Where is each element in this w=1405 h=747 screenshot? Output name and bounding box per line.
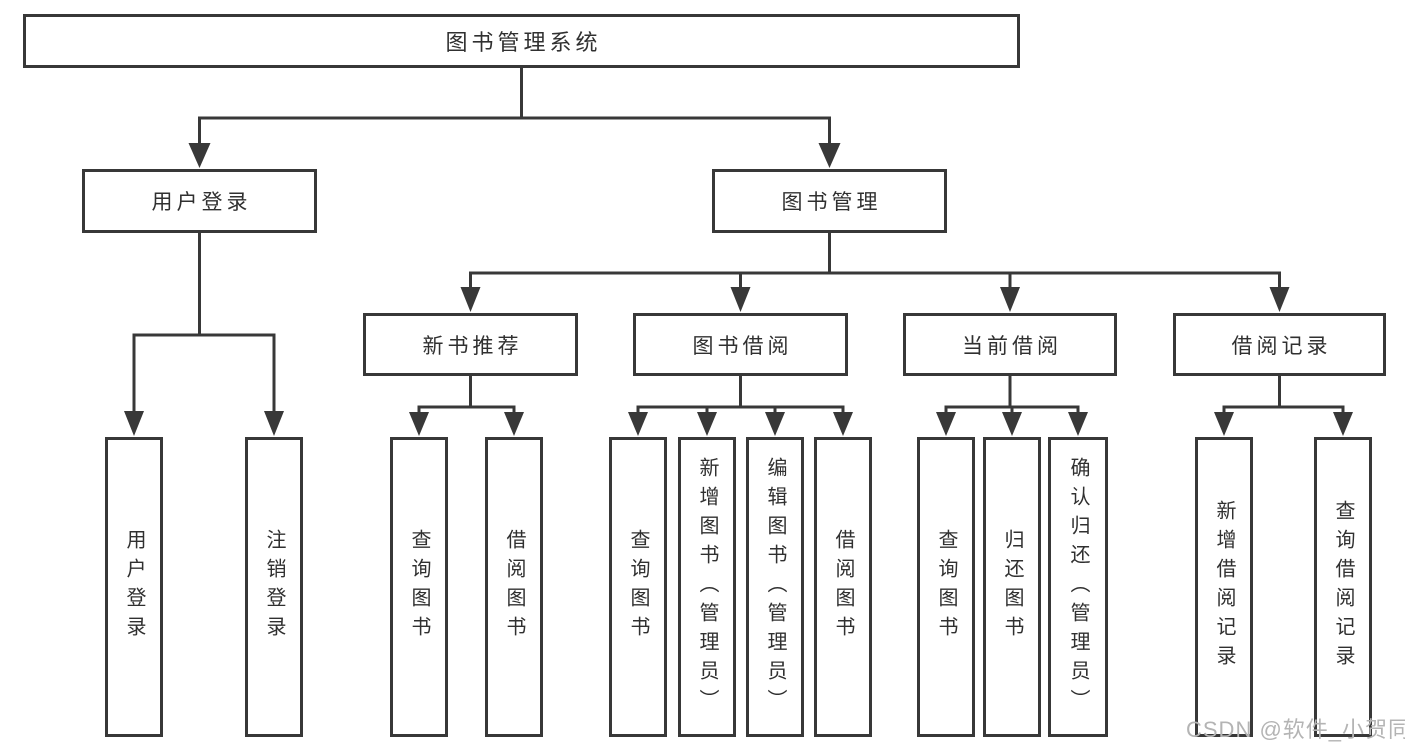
leaf-edit-books-admin: 编辑图书（管理员） bbox=[746, 437, 804, 737]
leaf-logout: 注销登录 bbox=[245, 437, 303, 737]
node-borrow-records: 借阅记录 bbox=[1173, 313, 1386, 376]
node-book-management: 图书管理 bbox=[712, 169, 947, 233]
leaf-confirm-return-admin: 确认归还（管理员） bbox=[1048, 437, 1108, 737]
leaf-add-books-admin: 新增图书（管理员） bbox=[678, 437, 736, 737]
leaf-return-books: 归还图书 bbox=[983, 437, 1041, 737]
node-current-borrow: 当前借阅 bbox=[903, 313, 1117, 376]
leaf-user-login: 用户登录 bbox=[105, 437, 163, 737]
leaf-borrow-books: 借阅图书 bbox=[814, 437, 872, 737]
leaf-add-borrow-record: 新增借阅记录 bbox=[1195, 437, 1253, 737]
leaf-query-books-borrow: 查询图书 bbox=[609, 437, 667, 737]
node-user-login: 用户登录 bbox=[82, 169, 317, 233]
node-library-system: 图书管理系统 bbox=[23, 14, 1020, 68]
node-new-book-recommend: 新书推荐 bbox=[363, 313, 578, 376]
leaf-query-books-current: 查询图书 bbox=[917, 437, 975, 737]
csdn-watermark: CSDN @软件_小贺同学 bbox=[1186, 717, 1405, 742]
leaf-borrow-books-recommend: 借阅图书 bbox=[485, 437, 543, 737]
leaf-query-books-recommend: 查询图书 bbox=[390, 437, 448, 737]
leaf-query-borrow-record: 查询借阅记录 bbox=[1314, 437, 1372, 737]
node-book-borrow: 图书借阅 bbox=[633, 313, 848, 376]
